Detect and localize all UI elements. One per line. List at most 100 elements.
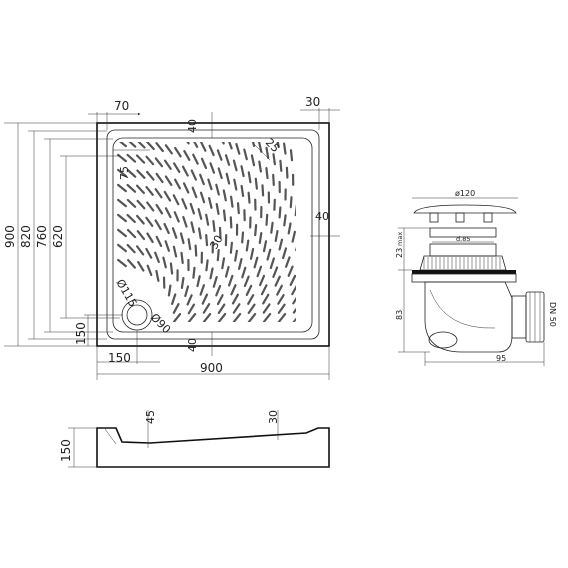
groove bbox=[217, 167, 223, 179]
dim-thread-diameter: d.85 bbox=[456, 235, 470, 243]
groove bbox=[224, 154, 231, 166]
groove bbox=[118, 65, 126, 71]
groove bbox=[216, 294, 224, 306]
groove bbox=[183, 150, 191, 161]
groove bbox=[335, 267, 340, 276]
groove bbox=[207, 178, 213, 191]
groove bbox=[225, 172, 231, 185]
groove bbox=[236, 202, 240, 215]
groove bbox=[171, 227, 178, 239]
groove bbox=[253, 256, 259, 269]
groove bbox=[136, 169, 146, 179]
groove bbox=[184, 73, 190, 81]
groove bbox=[294, 204, 296, 217]
dim-top-left: 70 bbox=[114, 99, 129, 113]
groove bbox=[135, 154, 146, 164]
groove bbox=[182, 182, 190, 194]
trap-flange bbox=[412, 270, 516, 274]
groove bbox=[199, 142, 207, 152]
groove bbox=[212, 276, 218, 288]
groove bbox=[238, 110, 242, 119]
groove bbox=[338, 286, 343, 295]
groove bbox=[289, 274, 296, 286]
groove bbox=[181, 198, 188, 210]
groove bbox=[154, 188, 163, 199]
groove bbox=[270, 221, 274, 234]
groove bbox=[211, 81, 216, 90]
dim-trap-height: 83 bbox=[395, 310, 404, 320]
groove bbox=[196, 275, 201, 288]
dim-inner-offset: 75 bbox=[118, 166, 131, 180]
groove bbox=[156, 67, 163, 74]
groove bbox=[222, 209, 227, 222]
groove bbox=[323, 295, 329, 303]
groove bbox=[187, 238, 192, 251]
groove bbox=[292, 303, 296, 314]
groove bbox=[200, 157, 208, 170]
groove bbox=[308, 295, 313, 303]
groove bbox=[253, 102, 256, 111]
groove bbox=[277, 313, 287, 322]
groove bbox=[231, 293, 239, 305]
groove bbox=[205, 259, 209, 272]
groove bbox=[194, 244, 198, 257]
dim-profile-left: 45 bbox=[144, 410, 157, 424]
groove bbox=[353, 222, 356, 232]
groove bbox=[333, 212, 335, 222]
groove bbox=[173, 162, 181, 173]
groove bbox=[229, 241, 233, 254]
groove bbox=[198, 227, 202, 240]
groove bbox=[179, 232, 185, 245]
groove bbox=[291, 230, 296, 243]
groove bbox=[126, 168, 137, 178]
groove bbox=[287, 222, 292, 235]
dim-radius: 30 bbox=[207, 233, 225, 252]
groove bbox=[217, 303, 226, 315]
groove bbox=[116, 243, 128, 253]
groove bbox=[240, 184, 245, 197]
groove bbox=[190, 221, 195, 234]
groove bbox=[126, 198, 137, 208]
groove bbox=[247, 171, 252, 184]
groove bbox=[174, 146, 182, 158]
groove bbox=[265, 213, 269, 226]
groove bbox=[222, 189, 227, 202]
groove bbox=[354, 314, 360, 322]
groove bbox=[192, 153, 199, 165]
groove bbox=[367, 276, 372, 285]
groove bbox=[156, 113, 163, 121]
groove bbox=[137, 95, 144, 102]
groove bbox=[302, 258, 306, 267]
groove bbox=[336, 276, 341, 285]
groove bbox=[277, 294, 285, 305]
groove bbox=[285, 166, 289, 179]
groove bbox=[127, 259, 136, 269]
groove bbox=[277, 303, 286, 314]
groove bbox=[128, 65, 136, 72]
groove bbox=[365, 267, 370, 276]
groove bbox=[346, 248, 350, 257]
groove bbox=[333, 258, 337, 267]
groove bbox=[215, 183, 220, 196]
drain-trap-view: ø120 d.85 DN 50 23 max 83 bbox=[395, 189, 557, 366]
groove bbox=[289, 149, 294, 162]
groove bbox=[352, 276, 357, 285]
groove bbox=[233, 178, 238, 191]
groove bbox=[215, 203, 220, 215]
groove bbox=[339, 314, 345, 322]
groove bbox=[247, 303, 256, 314]
groove bbox=[306, 277, 311, 286]
groove bbox=[175, 86, 181, 94]
groove bbox=[116, 198, 128, 208]
groove bbox=[155, 172, 164, 184]
dim-trap-length: 95 bbox=[496, 354, 506, 363]
trap-cap bbox=[413, 204, 517, 214]
groove bbox=[369, 314, 375, 322]
groove bbox=[247, 191, 251, 204]
dim-depth-suffix: max bbox=[396, 232, 404, 246]
groove bbox=[164, 207, 172, 219]
groove bbox=[172, 313, 182, 322]
groove bbox=[283, 142, 287, 155]
groove bbox=[229, 216, 233, 229]
groove bbox=[164, 175, 173, 186]
